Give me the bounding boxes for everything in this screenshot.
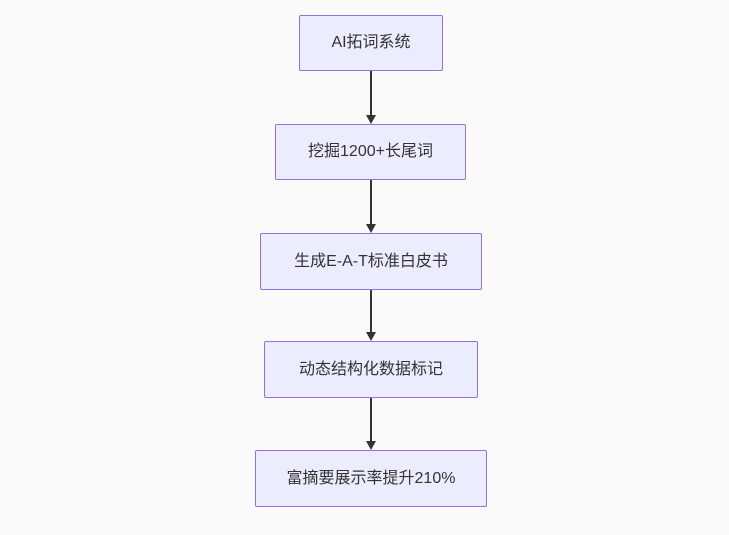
flow-node-label: 动态结构化数据标记 — [298, 360, 443, 378]
flow-node-label: AI拓词系统 — [331, 34, 411, 52]
flow-node-rich-snippet-rate-increase: 富摘要展示率提升210% — [255, 450, 487, 507]
arrow-line — [370, 71, 372, 115]
arrow-line — [370, 290, 372, 332]
flow-node-label: 生成E-A-T标准白皮书 — [294, 252, 448, 270]
arrow-down-icon — [366, 224, 376, 233]
flow-node-longtail-keyword-mining: 挖掘1200+长尾词 — [275, 124, 466, 180]
arrow-down-icon — [366, 332, 376, 341]
flow-edge-d-e — [365, 398, 377, 450]
flow-edge-b-c — [365, 180, 377, 233]
flow-node-label: 富摘要展示率提升210% — [286, 469, 456, 487]
flow-edge-c-d — [365, 290, 377, 341]
flow-node-label: 挖掘1200+长尾词 — [308, 143, 433, 161]
flow-edge-a-b — [365, 71, 377, 124]
arrow-down-icon — [366, 115, 376, 124]
arrow-line — [370, 180, 372, 224]
flow-node-eat-whitepaper-generation: 生成E-A-T标准白皮书 — [260, 233, 482, 290]
arrow-line — [370, 398, 372, 441]
flow-node-ai-word-expansion-system: AI拓词系统 — [299, 15, 443, 71]
flow-node-dynamic-structured-data-markup: 动态结构化数据标记 — [264, 341, 478, 398]
arrow-down-icon — [366, 441, 376, 450]
